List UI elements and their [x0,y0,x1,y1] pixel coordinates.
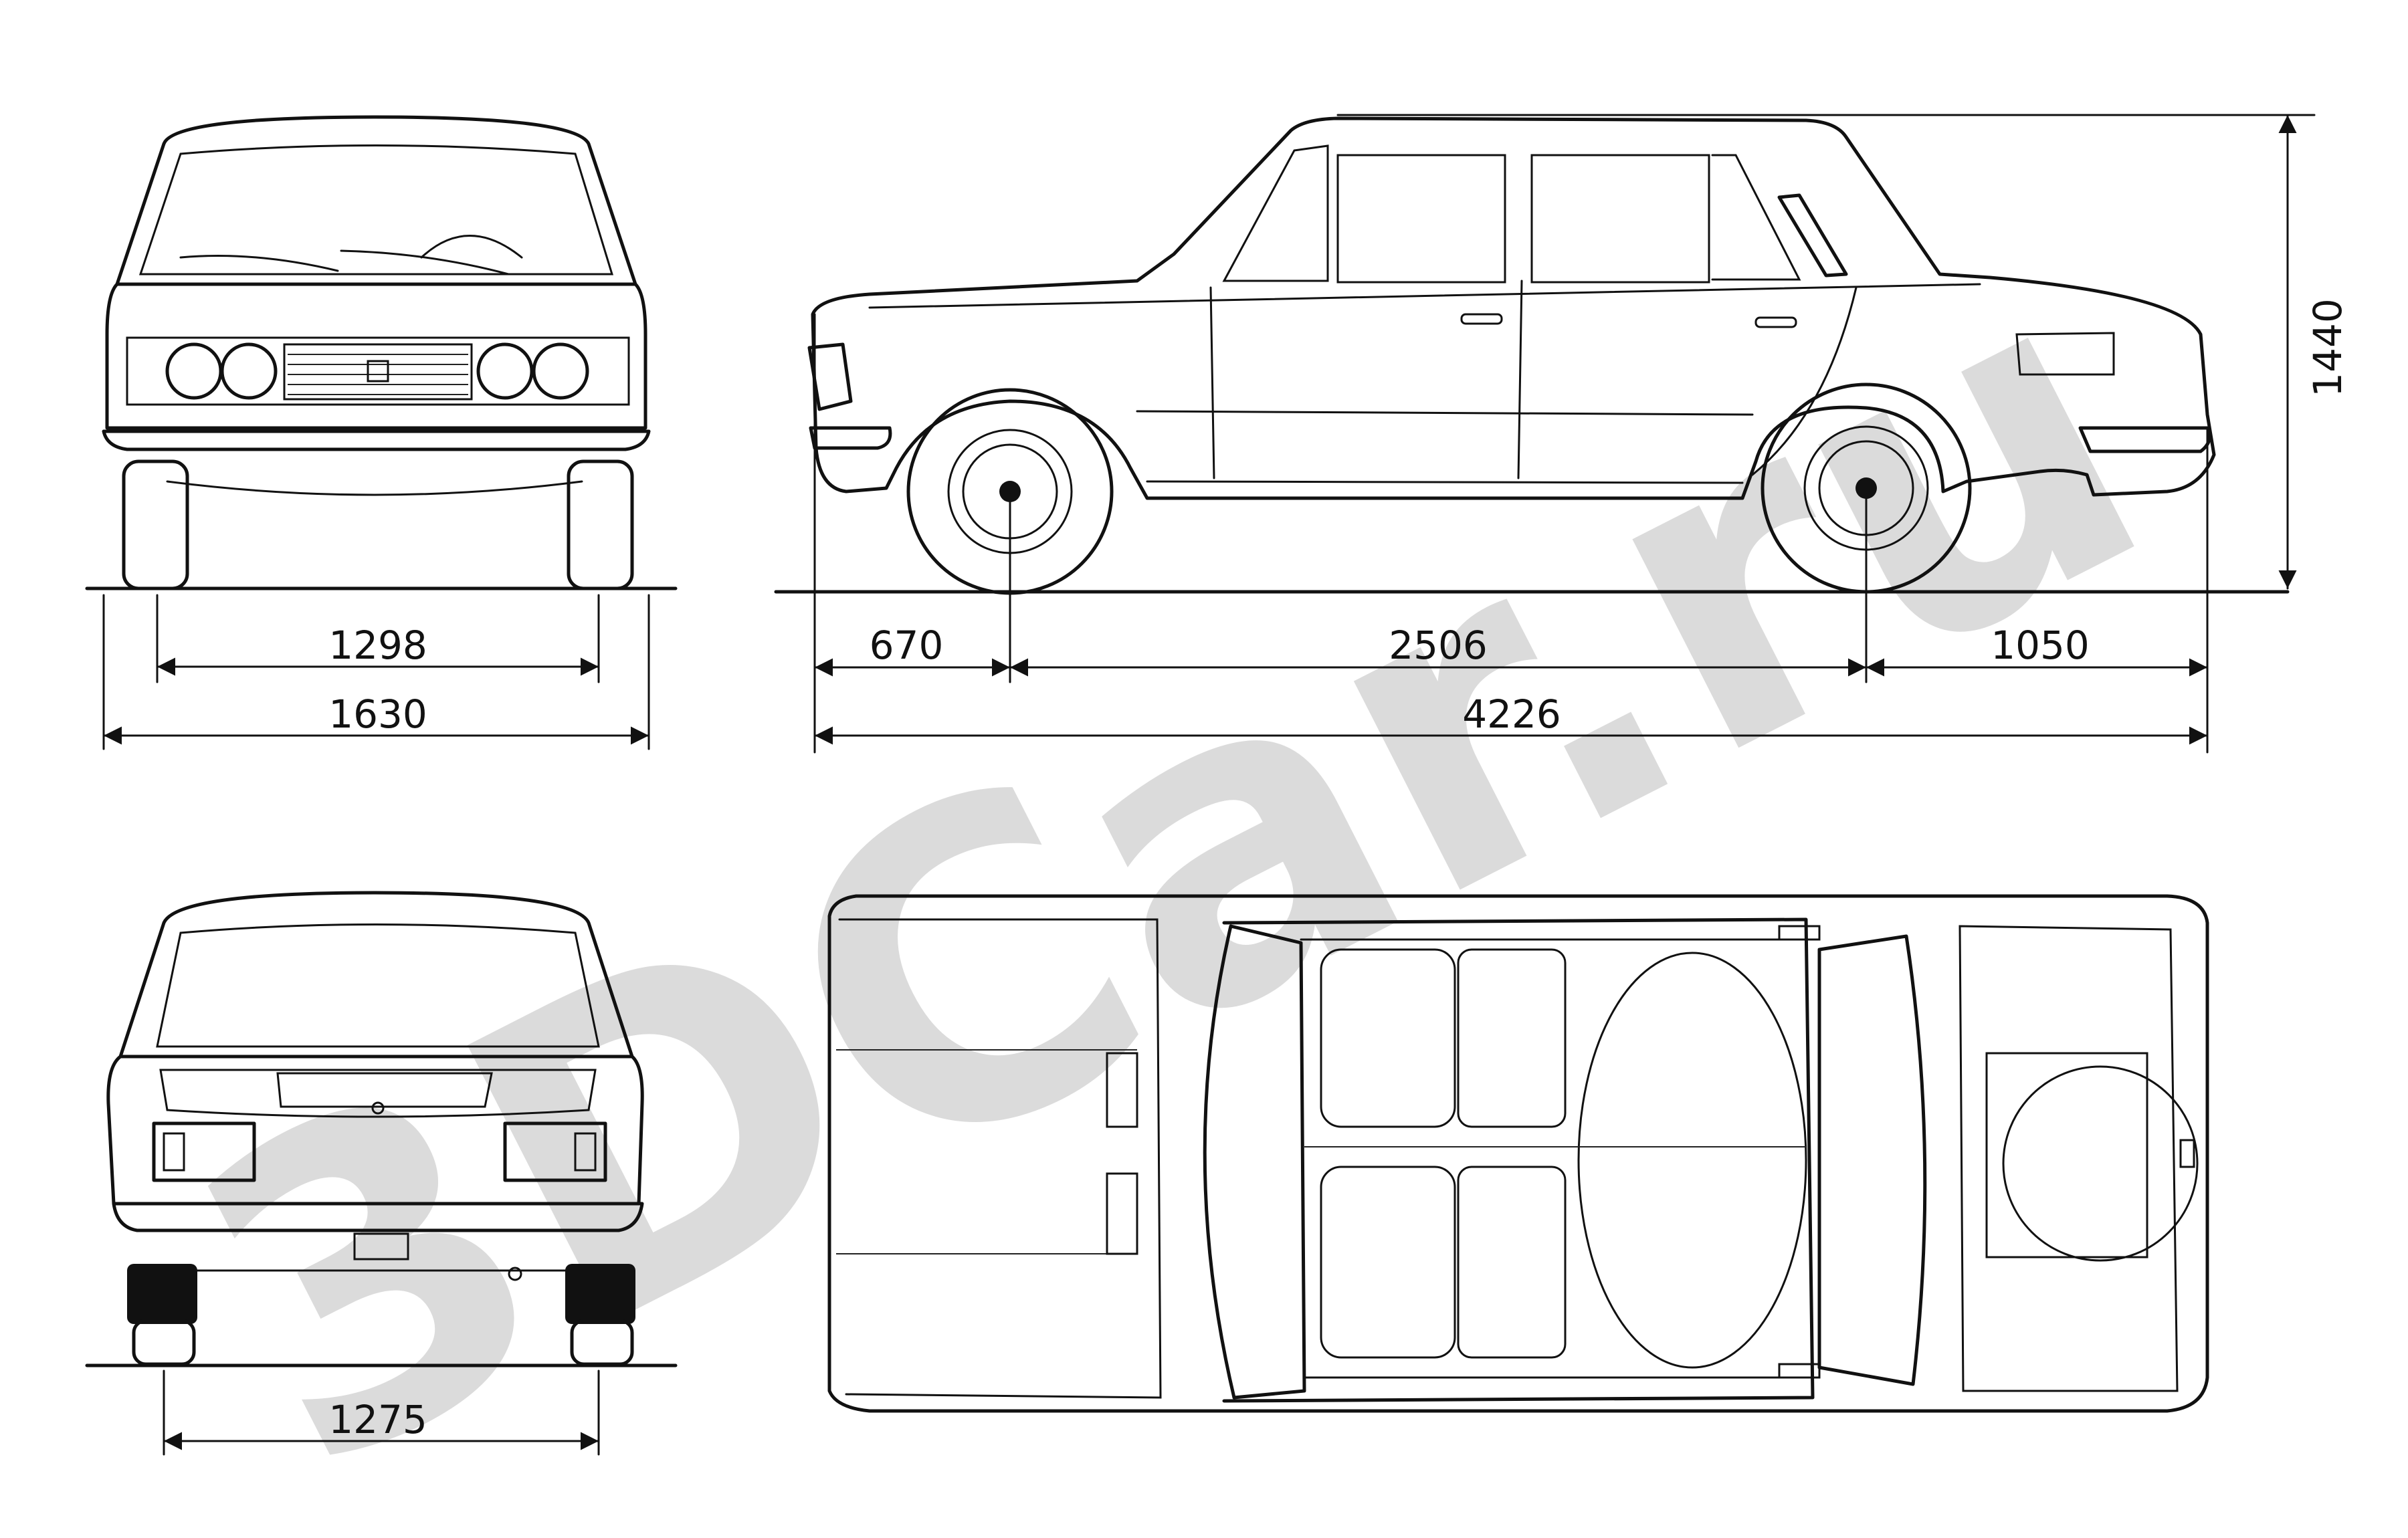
front-track-dimension: 1298 [328,623,427,668]
rear-track-dimension: 1275 [328,1397,427,1442]
front-right-tire [567,459,634,590]
front-overhang-dimension: 670 [870,623,944,668]
watermark: 3DCar.ru [128,176,2212,1538]
rear-left-tire [127,1264,197,1324]
front-width-dimension: 1630 [328,691,427,737]
headlight-icon [220,342,278,400]
front-seat-right [1320,1166,1456,1359]
tail-lamp-right [503,1121,607,1182]
spare-wheel-icon [2002,1065,2199,1262]
grille-lines [288,354,468,395]
front-seat-left [1320,948,1456,1128]
overall-height-dimension: 1440 [2305,298,2350,397]
overall-length-dimension: 4226 [1462,691,1561,737]
rear-overhang-dimension: 1050 [1991,623,2090,668]
headlight-icon [532,342,589,400]
wheelbase-dimension: 2506 [1389,623,1488,668]
front-left-tire [122,459,189,590]
rear-bench [1577,952,1807,1369]
tail-lamp-left [152,1121,256,1182]
rear-view: 1275 [85,891,678,1456]
fuel-flap-icon [2015,332,2115,376]
front-view: 1298 1630 [85,115,678,750]
rear-right-tire [565,1264,635,1324]
headlight-icon [165,342,223,400]
license-plate [353,1232,409,1260]
headlight-icon [476,342,534,400]
door-handle-icon [1754,316,1797,328]
top-view [827,894,2209,1413]
watermark-text: 3DCar.ru [128,176,2212,1538]
hood-vents [1106,1052,1138,1255]
door-handle-icon [1460,313,1503,325]
side-view: 1440 670 2506 1050 4226 [774,114,2350,754]
